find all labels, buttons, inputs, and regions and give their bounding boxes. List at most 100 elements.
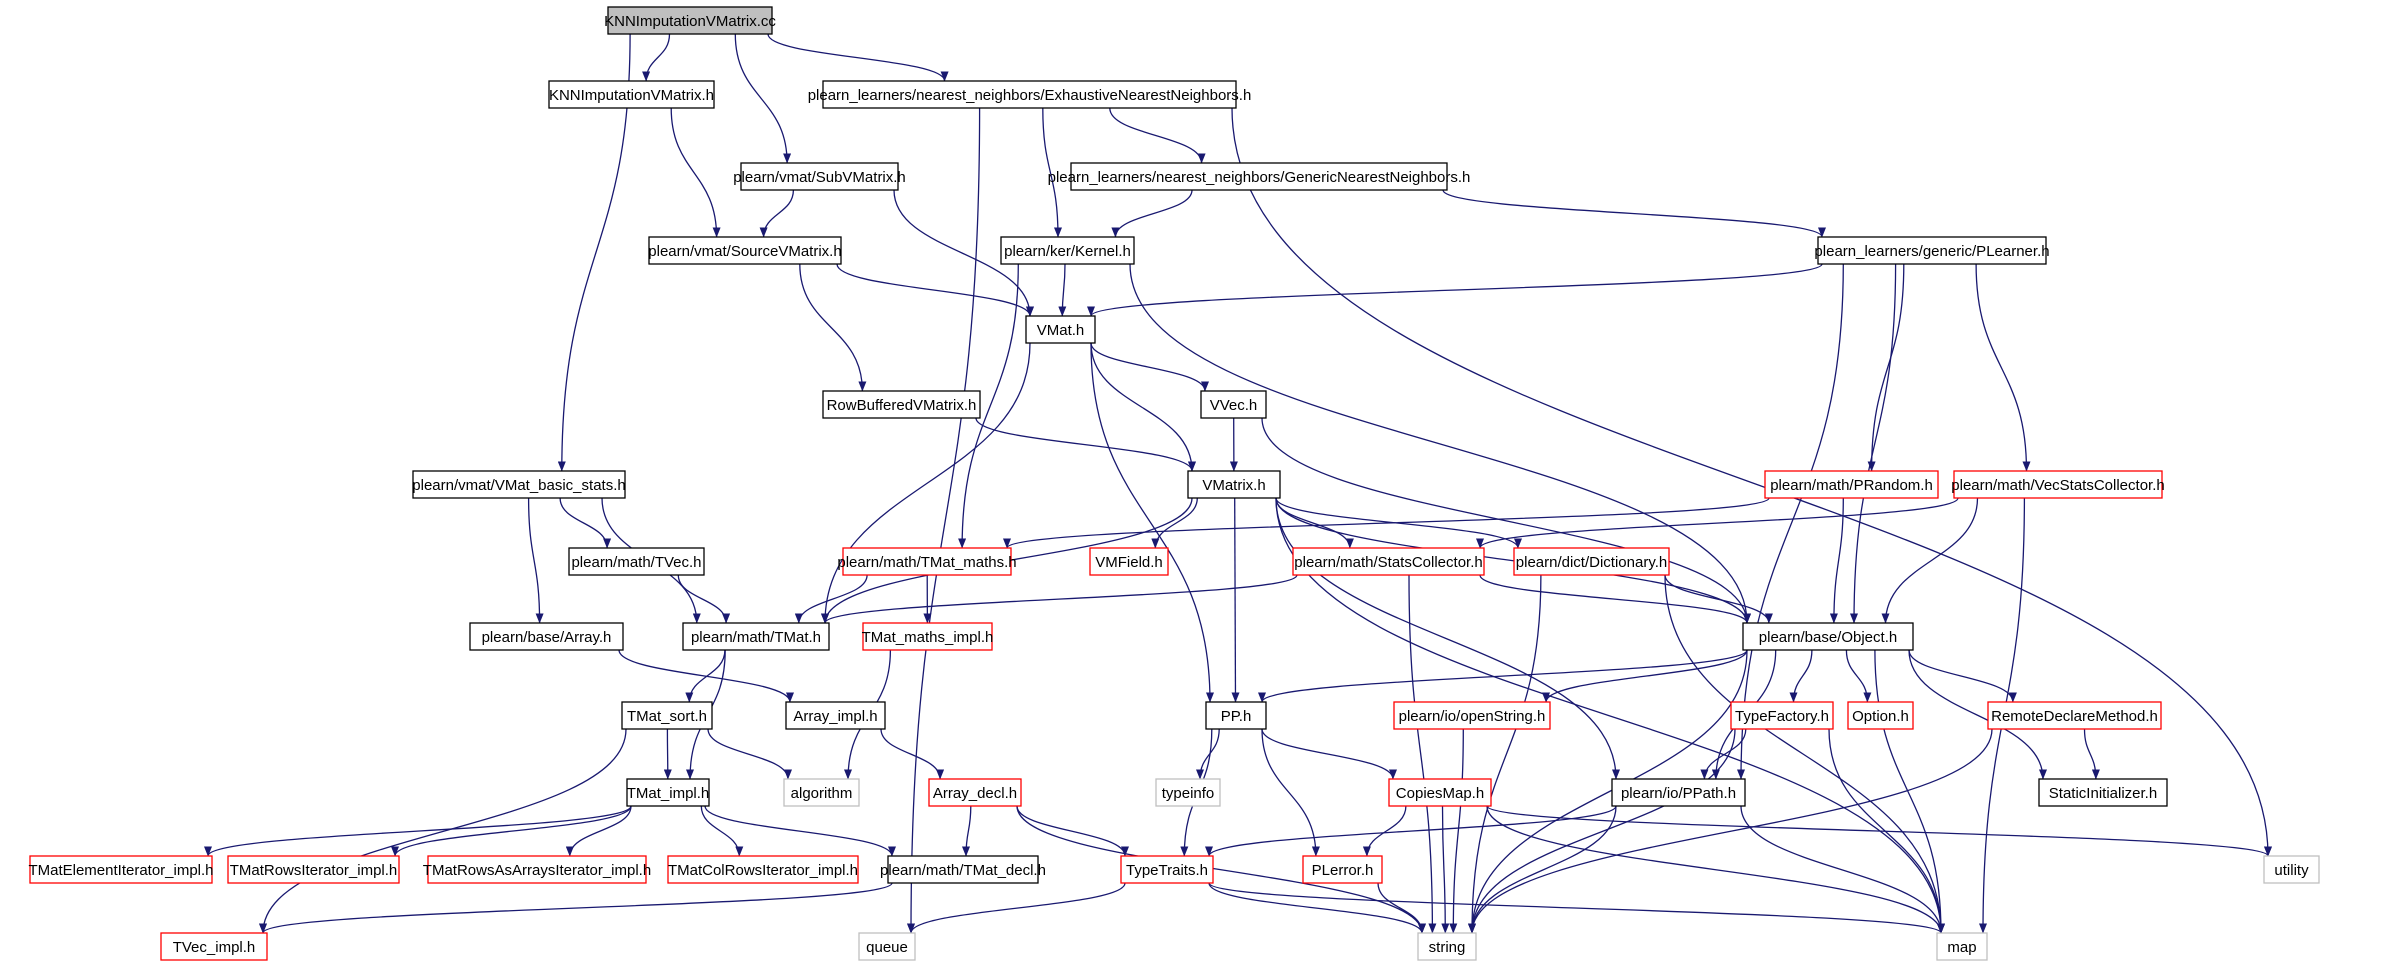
edge-knn_h-to-srcv [670,107,721,238]
node-tmatimpl[interactable]: TMat_impl.h [626,778,710,807]
node-array[interactable]: plearn/base/Array.h [469,622,624,651]
node-typefactory[interactable]: TypeFactory.h [1730,701,1834,730]
edge-vmat-to-pp [1090,342,1214,703]
edge-vmatbs-to-tvec [559,497,612,549]
node-label: plearn/math/TMat_decl.h [880,862,1046,879]
node-vmfield[interactable]: VMField.h [1089,547,1169,576]
node-tmatsort[interactable]: TMat_sort.h [621,701,713,730]
node-option[interactable]: Option.h [1847,701,1914,730]
node-knn-cc[interactable]: KNNImputationVMatrix.cc [604,6,776,35]
node-vvec[interactable]: VVec.h [1200,390,1267,419]
edge-copiesmap-to-map [1486,805,1945,934]
node-statscol[interactable]: plearn/math/StatsCollector.h [1292,547,1485,576]
edge-tmatimpl-to-tmatrowsarr [565,805,632,857]
node-perror[interactable]: PLerror.h [1302,855,1383,884]
node-label: TMatColRowsIterator_impl.h [668,862,858,879]
node-vmatbs[interactable]: plearn/vmat/VMat_basic_stats.h [412,470,626,499]
node-vmat[interactable]: VMat.h [1025,315,1096,344]
node-box [822,80,1237,109]
node-utility[interactable]: utility [2263,855,2320,884]
node-staticinit[interactable]: StaticInitializer.h [2038,778,2168,807]
node-gen[interactable]: plearn_learners/nearest_neighbors/Generi… [1048,162,1471,191]
nodes-layer: KNNImputationVMatrix.ccKNNImputationVMat… [28,6,2320,961]
node-arrayimpl[interactable]: Array_impl.h [785,701,886,730]
node-label: TMat_sort.h [627,708,707,725]
edge-tvec-to-tmat [677,574,731,624]
node-string[interactable]: string [1417,932,1477,961]
edge-gen-to-kernel [1111,189,1193,238]
node-copiesmap[interactable]: CopiesMap.h [1388,778,1492,807]
node-vmatrix[interactable]: VMatrix.h [1187,470,1281,499]
node-remotedecl[interactable]: RemoteDeclareMethod.h [1987,701,2162,730]
edge-tmatsort-to-algorithm [707,728,792,780]
node-tmatdecl[interactable]: plearn/math/TMat_decl.h [880,855,1046,884]
node-label: utility [2274,862,2309,879]
node-typeinfo[interactable]: typeinfo [1155,778,1221,807]
node-tvecimpl[interactable]: TVec_impl.h [160,932,268,961]
node-label: PLerror.h [1312,862,1374,879]
node-tmateltiter[interactable]: TMatElementIterator_impl.h [28,855,214,884]
edge-openstring-to-string [1449,728,1464,934]
node-label: plearn/math/PRandom.h [1770,477,1933,494]
node-tmatrowsarr[interactable]: TMatRowsAsArraysIterator_impl.h [423,855,651,884]
node-exh[interactable]: plearn_learners/nearest_neighbors/Exhaus… [808,80,1252,109]
node-pp[interactable]: PP.h [1205,701,1267,730]
edge-vmatbs-to-array [527,497,544,624]
edge-gen-to-plearner [1442,189,1826,238]
edge-object-to-typefactory [1789,649,1813,703]
node-rowbuf[interactable]: RowBufferedVMatrix.h [822,390,981,419]
node-box [1388,778,1492,807]
edge-vmatrix-to-statscol [1275,497,1354,549]
edge-rowbuf-to-vmatrix [975,417,1196,472]
node-box [1000,236,1135,265]
node-box [1200,390,1267,419]
node-label: queue [866,939,908,956]
node-ppath[interactable]: plearn/io/PPath.h [1611,778,1746,807]
node-box [1292,547,1485,576]
node-label: VMat.h [1037,322,1085,339]
node-knn-h[interactable]: KNNImputationVMatrix.h [548,80,715,109]
node-typetraits[interactable]: TypeTraits.h [1120,855,1214,884]
node-kernel[interactable]: plearn/ker/Kernel.h [1000,236,1135,265]
node-box [1611,778,1746,807]
node-prandom[interactable]: plearn/math/PRandom.h [1764,470,1939,499]
node-srcv[interactable]: plearn/vmat/SourceVMatrix.h [648,236,842,265]
edge-typefactory-to-string [1468,728,1736,934]
node-subv[interactable]: plearn/vmat/SubVMatrix.h [733,162,906,191]
node-label: plearn/ker/Kernel.h [1004,243,1131,260]
node-openstring[interactable]: plearn/io/openString.h [1393,701,1551,730]
edge-typetraits-to-string [1208,882,1426,934]
node-arraydecl[interactable]: Array_decl.h [928,778,1022,807]
node-box [607,6,773,35]
node-tmatrowsiter[interactable]: TMatRowsIterator_impl.h [227,855,400,884]
node-algorithm[interactable]: algorithm [783,778,860,807]
node-dict[interactable]: plearn/dict/Dictionary.h [1513,547,1670,576]
node-tmatmaths[interactable]: plearn/math/TMat_maths.h [837,547,1017,576]
node-box [1953,470,2163,499]
edge-plearner-to-prandom [1867,263,1905,472]
node-plearner[interactable]: plearn_learners/generic/PLearner.h [1814,236,2050,265]
node-map[interactable]: map [1936,932,1988,961]
node-tmatmathsimpl[interactable]: TMat_maths_impl.h [862,622,994,651]
node-box [427,855,647,884]
node-queue[interactable]: queue [858,932,916,961]
edge-vvec-to-object [1261,417,1751,624]
edge-typetraits-to-queue [907,882,1126,934]
edge-statscol-to-object [1479,574,1751,624]
node-box [160,932,268,961]
node-box [667,855,859,884]
node-object[interactable]: plearn/base/Object.h [1742,622,1914,651]
edge-knn_cc-to-exh [767,33,949,82]
node-tvec[interactable]: plearn/math/TVec.h [568,547,705,576]
edge-exh-to-kernel [1042,107,1062,238]
node-tmat[interactable]: plearn/math/TMat.h [682,622,830,651]
edge-arrayimpl-to-arraydecl [880,728,945,780]
node-box [469,622,624,651]
edge-exh-to-utility [1231,107,2272,857]
node-vecstats[interactable]: plearn/math/VecStatsCollector.h [1951,470,2165,499]
edge-copiesmap-to-utility [1486,805,2272,857]
node-tmatcolrows[interactable]: TMatColRowsIterator_impl.h [667,855,859,884]
node-box [783,778,860,807]
node-box [648,236,842,265]
